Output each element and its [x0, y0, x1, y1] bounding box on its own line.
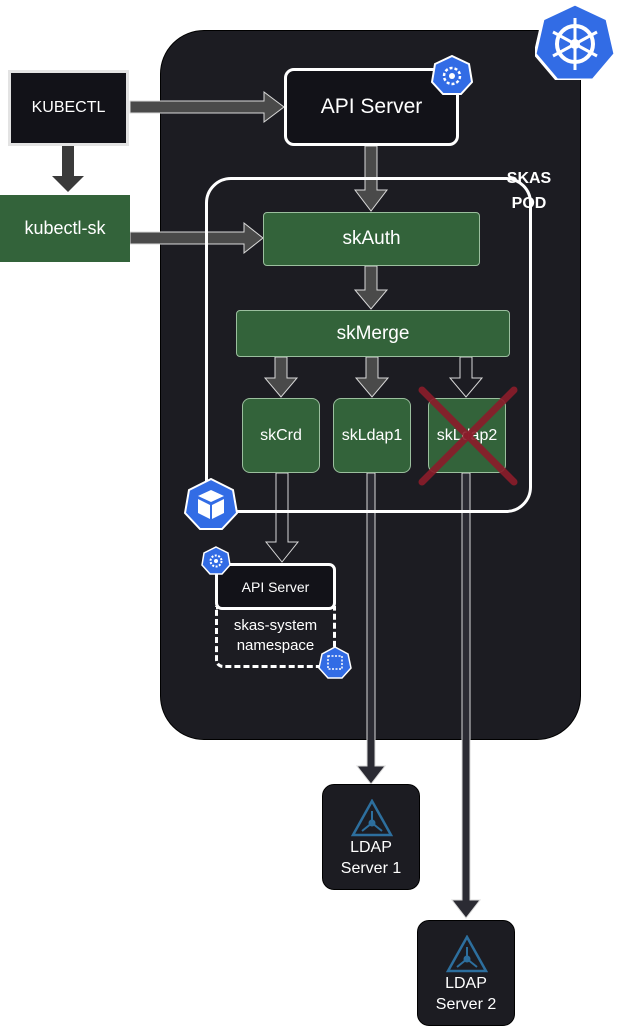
ldap2-line1: LDAP	[445, 975, 487, 992]
skauth-box: skAuth	[263, 212, 480, 266]
arrow-skldap2-ldap2	[450, 472, 482, 919]
api-server-ns-label: API Server	[241, 578, 310, 595]
skas-pod	[205, 177, 532, 513]
ldap-icon	[446, 935, 488, 973]
kubernetes-helm-icon	[535, 2, 615, 80]
kubectl-sk-box: kubectl-sk	[0, 195, 130, 262]
ldap1-line1: LDAP	[350, 839, 392, 856]
skas-pod-label: SKAS POD	[494, 166, 564, 216]
skas-pod-label-line2: POD	[511, 195, 547, 212]
arrow-skcrd-api	[264, 472, 300, 563]
api-server-main: API Server	[284, 68, 459, 146]
namespace-box: skas-system namespace	[215, 606, 336, 668]
arrow-skauth-skmerge	[353, 265, 389, 310]
arrow-kubectl-api	[129, 91, 285, 123]
arrow-skmerge-skldap2	[448, 356, 484, 398]
api-server-small-icon	[201, 546, 231, 575]
api-server-ns: API Server	[215, 563, 336, 610]
api-server-main-label: API Server	[320, 95, 423, 118]
ldap2-line2: Server 2	[435, 996, 497, 1013]
arrow-skldap1-ldap1	[355, 472, 387, 785]
arrow-kubectl-down	[52, 146, 84, 192]
skmerge-box: skMerge	[236, 310, 510, 357]
ldap-server-2: LDAP Server 2	[417, 920, 515, 1026]
arrow-skmerge-skldap1	[354, 356, 390, 398]
namespace-icon	[318, 646, 352, 679]
skas-pod-label-line1: SKAS	[506, 170, 552, 187]
api-server-icon	[431, 55, 473, 95]
ldap-server-1: LDAP Server 1	[322, 784, 420, 890]
disabled-cross-icon	[418, 386, 518, 486]
arrow-kubectlsk-skauth	[129, 221, 264, 255]
kubectl-sk-label: kubectl-sk	[24, 218, 106, 238]
skldap1-box: skLdap1	[333, 398, 411, 473]
kubectl-box: KUBECTL	[8, 70, 129, 146]
skauth-label: skAuth	[342, 228, 401, 249]
pod-cube-icon	[184, 478, 238, 530]
namespace-line2: namespace	[236, 637, 315, 654]
skcrd-box: skCrd	[242, 398, 320, 473]
skldap1-label: skLdap1	[341, 426, 403, 444]
ldap1-line2: Server 1	[340, 860, 402, 877]
arrow-skmerge-skcrd	[263, 356, 299, 398]
ldap-icon	[351, 799, 393, 837]
skmerge-label: skMerge	[336, 322, 410, 344]
namespace-line1: skas-system	[233, 617, 318, 634]
kubectl-label: KUBECTL	[31, 99, 106, 116]
skcrd-label: skCrd	[260, 426, 302, 444]
